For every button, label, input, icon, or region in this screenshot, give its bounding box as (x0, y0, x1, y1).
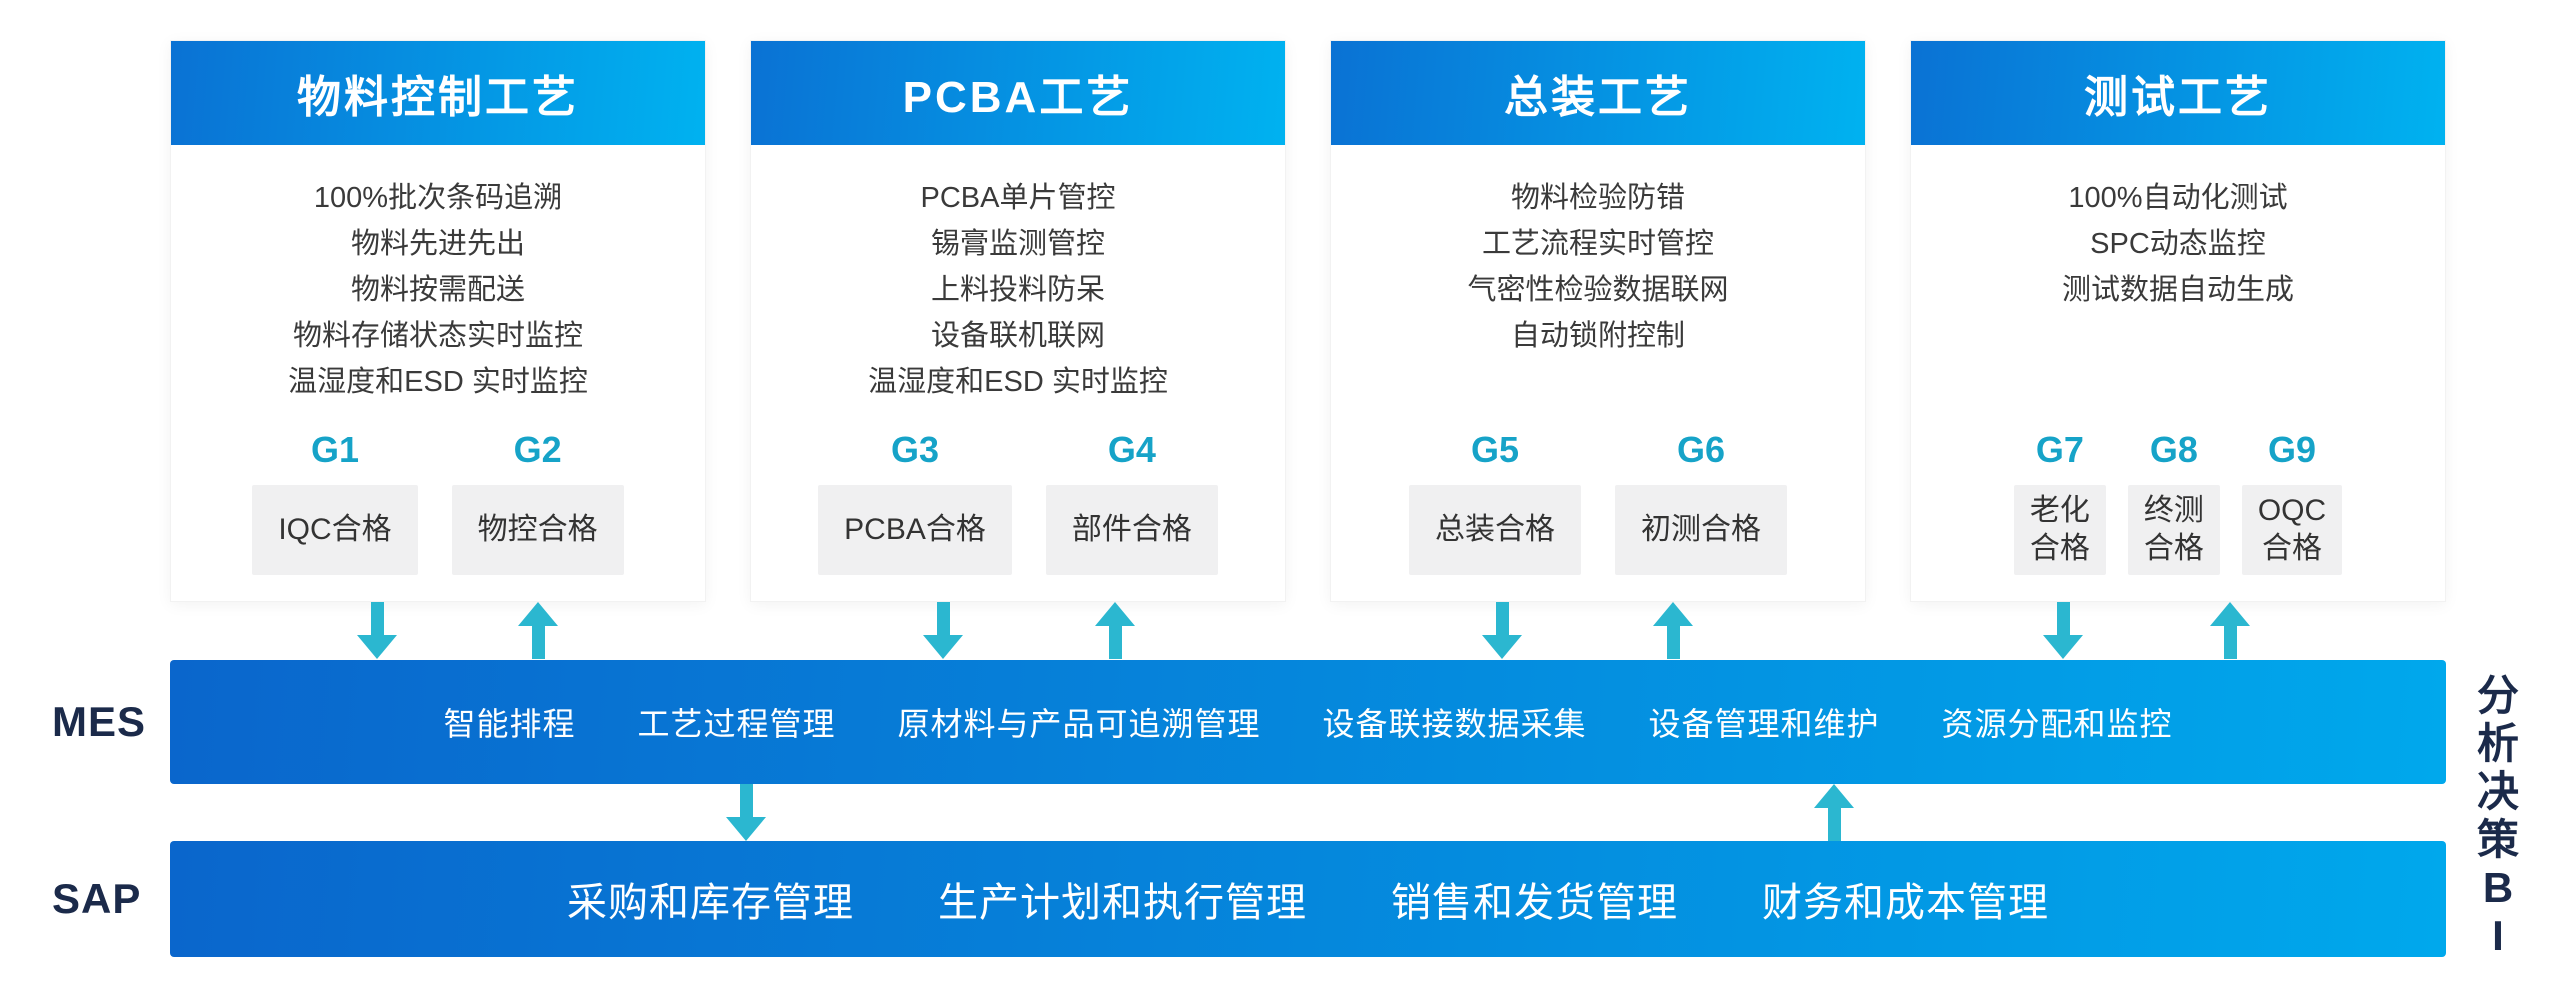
gate: G8 终测 合格 (2127, 429, 2220, 575)
card-item: 气密性检验数据联网 (1467, 274, 1729, 306)
sap-item: 采购和库存管理 (567, 881, 854, 925)
card-item: 100%批次条码追溯 (313, 182, 563, 214)
gate-code: G4 (1107, 429, 1156, 470)
arrow-down-icon (923, 602, 963, 659)
gate: G3 PCBA合格 (818, 429, 1012, 575)
mes-label: MES (52, 698, 147, 745)
gate-code: G5 (1470, 429, 1520, 470)
gate-row: G3 PCBA合格 G4 部件合格 (751, 429, 1285, 601)
card-final-assembly: 总装工艺 物料检验防错 工艺流程实时管控 气密性检验数据联网 自动锁附控制 G5… (1330, 40, 1866, 602)
card-title: 物料控制工艺 (171, 41, 705, 145)
gate-code: G7 (2035, 429, 2084, 470)
card-title: 总装工艺 (1331, 41, 1865, 145)
card-item: 测试数据自动生成 (2061, 274, 2294, 306)
mes-item: 智能排程 (443, 706, 576, 742)
gate-row: G7 老化 合格 G8 终测 合格 G9 OQC 合格 (1911, 429, 2445, 601)
mes-item: 资源分配和监控 (1941, 706, 2173, 742)
mes-item: 设备联接数据采集 (1322, 706, 1587, 742)
arrow-up-icon (1814, 784, 1854, 841)
card-testing: 测试工艺 100%自动化测试 SPC动态监控 测试数据自动生成 G7 老化 合格… (1910, 40, 2446, 602)
gate-box: IQC合格 (252, 485, 418, 575)
sap-label: SAP (52, 875, 142, 922)
card-item: 温湿度和ESD 实时监控 (288, 366, 588, 398)
gate-box: 初测合格 (1615, 485, 1787, 575)
card-pcba: PCBA工艺 PCBA单片管控 锡膏监测管控 上料投料防呆 设备联机联网 温湿度… (750, 40, 1286, 602)
arrow-up-icon (1095, 602, 1135, 659)
card-item-list: 物料检验防错 工艺流程实时管控 气密性检验数据联网 自动锁附控制 (1331, 145, 1865, 429)
gate: G6 初测合格 (1615, 429, 1787, 575)
card-title: 测试工艺 (1911, 41, 2445, 145)
card-item: 物料按需配送 (350, 274, 525, 306)
arrow-up-icon (1653, 602, 1693, 659)
gate: G1 IQC合格 (252, 429, 418, 575)
arrow-down-icon (1482, 602, 1522, 659)
gate-box: 物控合格 (451, 485, 624, 575)
gate-code: G3 (890, 429, 939, 470)
gate-box: 终测 合格 (2127, 485, 2220, 575)
sap-item: 财务和成本管理 (1762, 881, 2049, 925)
mes-item: 工艺过程管理 (637, 706, 836, 742)
card-item: PCBA单片管控 (920, 182, 1116, 214)
card-item: 100%自动化测试 (2068, 182, 2288, 214)
mes-bar: 智能排程 工艺过程管理 原材料与产品可追溯管理 设备联接数据采集 设备管理和维护… (170, 660, 2446, 784)
arrow-up-icon (2210, 602, 2250, 659)
gate-code: G6 (1676, 429, 1726, 470)
gate-code: G8 (2149, 429, 2198, 470)
mes-item: 设备管理和维护 (1648, 706, 1880, 742)
gate-box: 部件合格 (1045, 485, 1218, 575)
card-title: PCBA工艺 (751, 41, 1285, 145)
sap-item: 销售和发货管理 (1391, 881, 1678, 925)
gate-box: OQC 合格 (2241, 485, 2343, 575)
arrow-up-icon (518, 602, 558, 659)
gate: G7 老化 合格 (2013, 429, 2106, 575)
card-item: 物料检验防错 (1510, 182, 1685, 214)
card-item: 锡膏监测管控 (930, 228, 1105, 260)
card-item-list: 100%自动化测试 SPC动态监控 测试数据自动生成 (1911, 145, 2445, 429)
card-material-control: 物料控制工艺 100%批次条码追溯 物料先进先出 物料按需配送 物料存储状态实时… (170, 40, 706, 602)
card-item: 设备联机联网 (930, 320, 1105, 352)
arrow-down-icon (726, 784, 766, 841)
process-cards: 物料控制工艺 100%批次条码追溯 物料先进先出 物料按需配送 物料存储状态实时… (170, 40, 2446, 602)
card-item: 自动锁附控制 (1510, 320, 1685, 352)
arrow-down-icon (357, 602, 397, 659)
gate-row: G1 IQC合格 G2 物控合格 (171, 429, 705, 601)
card-item: SPC动态监控 (2090, 228, 2266, 260)
sap-bar: 采购和库存管理 生产计划和执行管理 销售和发货管理 财务和成本管理 (170, 841, 2446, 957)
arrow-down-icon (2043, 602, 2083, 659)
gate-code: G1 (310, 429, 360, 470)
card-item-list: PCBA单片管控 锡膏监测管控 上料投料防呆 设备联机联网 温湿度和ESD 实时… (751, 145, 1285, 429)
gate-box: PCBA合格 (818, 485, 1012, 575)
card-item-list: 100%批次条码追溯 物料先进先出 物料按需配送 物料存储状态实时监控 温湿度和… (171, 145, 705, 429)
gate: G4 部件合格 (1045, 429, 1218, 575)
sap-item: 生产计划和执行管理 (938, 881, 1307, 925)
card-item: 工艺流程实时管控 (1481, 228, 1714, 260)
gate-box: 老化 合格 (2013, 485, 2106, 575)
mes-sap-connector (0, 784, 2560, 841)
gate-code: G2 (513, 429, 562, 470)
gate-box: 总装合格 (1409, 485, 1581, 575)
gate-code: G9 (2267, 429, 2317, 470)
card-item: 物料先进先出 (350, 228, 525, 260)
cards-mes-connector (0, 602, 2560, 659)
bi-analysis-label: 分 析 决 策 B I (2476, 672, 2519, 959)
mes-item: 原材料与产品可追溯管理 (897, 706, 1261, 742)
card-item: 上料投料防呆 (930, 274, 1105, 306)
gate-row: G5 总装合格 G6 初测合格 (1331, 429, 1865, 601)
gate: G5 总装合格 (1409, 429, 1581, 575)
card-item: 温湿度和ESD 实时监控 (868, 366, 1168, 398)
gate: G9 OQC 合格 (2241, 429, 2343, 575)
gate: G2 物控合格 (451, 429, 624, 575)
card-item: 物料存储状态实时监控 (292, 320, 583, 352)
